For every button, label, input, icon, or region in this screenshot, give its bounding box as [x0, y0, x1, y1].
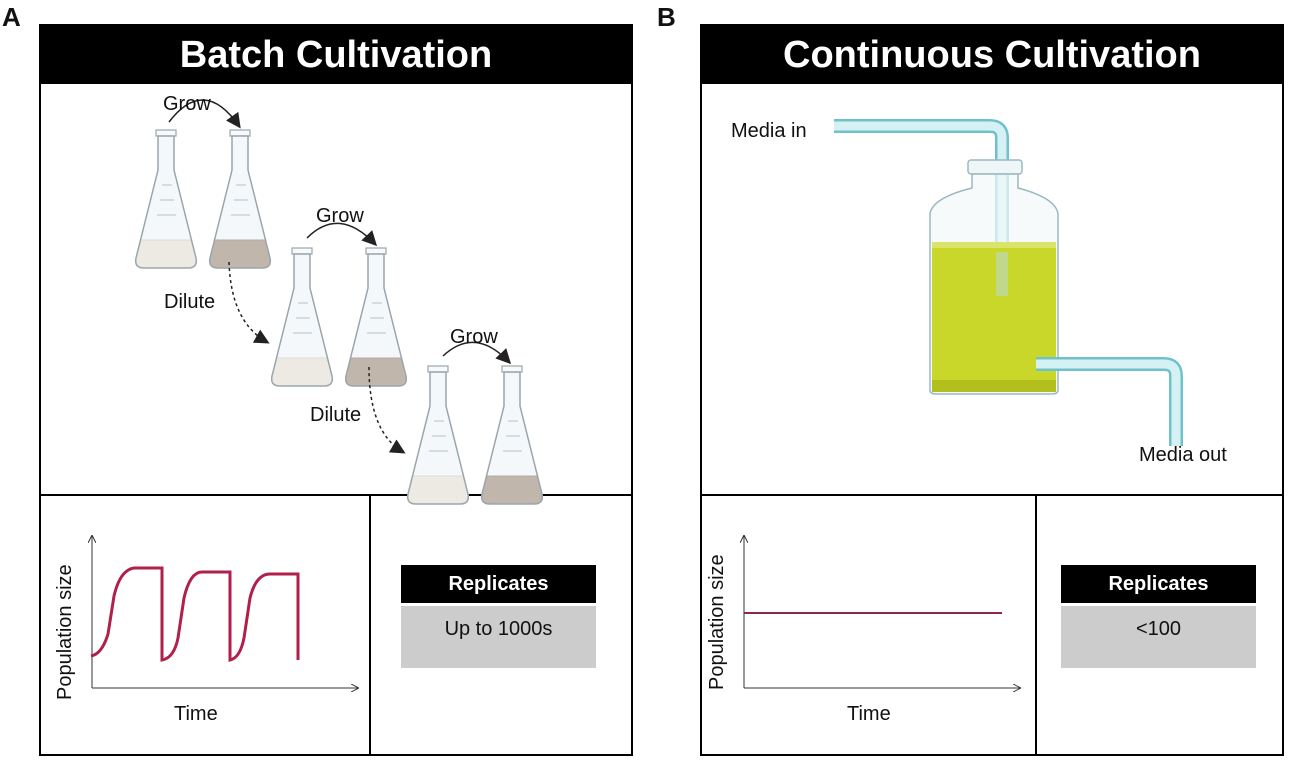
media-out-label: Media out	[1139, 444, 1227, 466]
grow-label: Grow	[450, 326, 498, 348]
continuous-divider-vertical	[1035, 494, 1037, 756]
flask-icon	[344, 247, 408, 387]
continuous-title: Continuous Cultivation	[702, 26, 1282, 84]
continuous-xlabel: Time	[847, 703, 891, 725]
batch-panel: Batch Cultivation	[39, 24, 633, 756]
batch-replicates-header: Replicates	[401, 565, 596, 603]
batch-divider-horizontal	[39, 494, 633, 496]
dilute-label: Dilute	[164, 291, 216, 313]
continuous-replicates-value: <100	[1061, 606, 1256, 668]
continuous-population-plot	[734, 530, 1024, 700]
panel-letter-a: A	[2, 2, 21, 32]
grow-label: Grow	[163, 93, 211, 115]
continuous-divider-horizontal	[700, 494, 1284, 496]
flask-icon	[134, 129, 198, 269]
grow-label: Grow	[316, 205, 364, 227]
dilute-arrow-icon	[228, 261, 270, 344]
batch-divider-vertical	[369, 494, 371, 756]
flask-icon	[208, 129, 272, 269]
batch-population-plot	[82, 530, 362, 700]
flask-icon	[270, 247, 334, 387]
grow-arrow-icon	[168, 99, 241, 129]
batch-xlabel: Time	[174, 703, 218, 725]
grow-arrow-icon	[306, 222, 378, 247]
batch-flasks-diagram	[134, 99, 544, 505]
dilute-arrow-icon	[368, 366, 406, 454]
batch-title: Batch Cultivation	[41, 26, 631, 84]
grow-arrow-icon	[442, 341, 512, 365]
continuous-replicates-header: Replicates	[1061, 565, 1256, 603]
chemostat-vessel-icon	[929, 159, 1059, 395]
panel-letter-b: B	[657, 2, 676, 32]
chemostat-diagram	[834, 119, 1183, 446]
flask-icon	[406, 365, 470, 505]
batch-growth-curve	[90, 566, 300, 662]
continuous-ylabel: Population size	[706, 554, 728, 690]
batch-replicates-value: Up to 1000s	[401, 606, 596, 668]
dilute-label: Dilute	[310, 404, 362, 426]
flask-icon	[480, 365, 544, 505]
media-in-label: Media in	[731, 120, 807, 142]
batch-ylabel: Population size	[54, 564, 76, 700]
